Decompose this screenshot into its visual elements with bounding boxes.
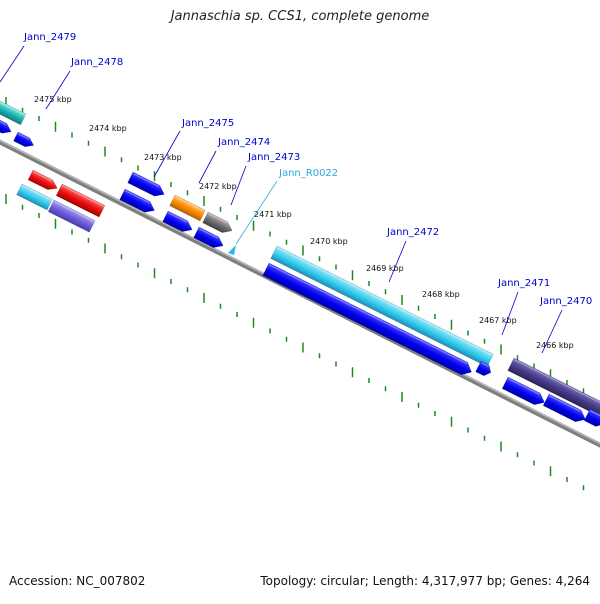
- gene-label-text[interactable]: Jann_2470: [539, 296, 592, 307]
- cds-feature[interactable]: [13, 131, 36, 150]
- ruler-kbp-label: 2470 kbp: [310, 237, 348, 246]
- gene-label-jann-2478[interactable]: Jann_2478: [45, 57, 123, 110]
- cds-feature[interactable]: [475, 360, 494, 378]
- gene-label-jann-2474[interactable]: Jann_2474: [198, 137, 270, 184]
- ruler-kbp-label: 2467 kbp: [479, 316, 517, 325]
- cds-feature[interactable]: [47, 199, 96, 233]
- gene-label-text[interactable]: Jann_2478: [70, 57, 123, 68]
- cds-feature[interactable]: [202, 211, 235, 236]
- backbone-line-core: [0, 141, 600, 448]
- cds-feature[interactable]: [193, 226, 226, 251]
- genome-summary-text: Topology: circular; Length: 4,317,977 bp…: [260, 574, 590, 588]
- cds-feature[interactable]: [119, 188, 158, 216]
- gene-label-jann-r0022[interactable]: Jann_R0022: [235, 168, 338, 245]
- gene-label-jann-2479[interactable]: Jann_2479: [0, 32, 76, 83]
- ruler-kbp-label: 2469 kbp: [366, 264, 404, 273]
- feature-track[interactable]: [0, 96, 600, 430]
- cds-feature[interactable]: [55, 183, 106, 218]
- ruler-kbp-label: 2466 kbp: [536, 341, 574, 350]
- cds-feature[interactable]: [501, 376, 547, 408]
- gene-label-text[interactable]: Jann_2473: [247, 152, 300, 163]
- gene-label-jann-2473[interactable]: Jann_2473: [230, 152, 300, 206]
- cds-feature[interactable]: [16, 183, 53, 211]
- accession-text: Accession: NC_007802: [9, 574, 146, 588]
- gene-label-leader: [0, 45, 25, 83]
- gene-label-text[interactable]: Jann_2474: [217, 137, 270, 148]
- gene-label-leader: [388, 240, 407, 283]
- gene-label-leader: [541, 309, 563, 354]
- gene-label-jann-2470[interactable]: Jann_2470: [539, 296, 592, 354]
- gene-label-leader: [198, 150, 217, 184]
- gene-label-jann-2471[interactable]: Jann_2471: [497, 278, 550, 336]
- ruler-kbp-label: 2475 kbp: [34, 95, 72, 104]
- cds-feature[interactable]: [0, 116, 14, 137]
- cds-feature[interactable]: [127, 171, 167, 200]
- cds-feature[interactable]: [542, 393, 588, 425]
- ruler-kbp-label: 2468 kbp: [422, 290, 460, 299]
- cds-feature[interactable]: [0, 96, 27, 126]
- gene-label-text[interactable]: Jann_2472: [386, 227, 439, 238]
- gene-label-text[interactable]: Jann_2475: [181, 118, 234, 129]
- cds-feature[interactable]: [507, 357, 600, 421]
- gene-label-leader: [45, 70, 71, 110]
- ruler-labels: 2475 kbp 2474 kbp 2473 kbp 2472 kbp 2471 kbp…: [34, 95, 574, 350]
- gene-label-jann-2472[interactable]: Jann_2472: [386, 227, 439, 283]
- cds-feature[interactable]: [262, 262, 475, 378]
- ruler-kbp-label: 2472 kbp: [199, 182, 237, 191]
- gene-label-text[interactable]: Jann_R0022: [278, 168, 338, 179]
- gene-label-jann-2475[interactable]: Jann_2475: [153, 118, 234, 178]
- gene-label-leader: [230, 165, 247, 206]
- map-title: Jannaschia sp. CCS1, complete genome: [170, 9, 430, 24]
- gene-labels[interactable]: Jann_2479Jann_2478Jann_2475Jann_2474Jann…: [0, 32, 592, 354]
- cds-feature[interactable]: [169, 194, 206, 222]
- gene-label-text[interactable]: Jann_2471: [497, 278, 550, 289]
- gene-label-leader: [501, 291, 519, 336]
- gene-label-leader: [153, 130, 181, 178]
- ruler-ticks: [5, 97, 585, 491]
- rna-feature[interactable]: [228, 245, 236, 255]
- cds-feature[interactable]: [270, 245, 494, 368]
- gene-label-leader: [235, 180, 278, 245]
- cds-feature[interactable]: [27, 169, 60, 193]
- gene-label-text[interactable]: Jann_2479: [23, 32, 76, 43]
- ruler-kbp-label: 2471 kbp: [254, 210, 292, 219]
- cds-feature[interactable]: [162, 210, 195, 235]
- ruler-kbp-label: 2474 kbp: [89, 124, 127, 133]
- ruler-kbp-label: 2473 kbp: [144, 153, 182, 162]
